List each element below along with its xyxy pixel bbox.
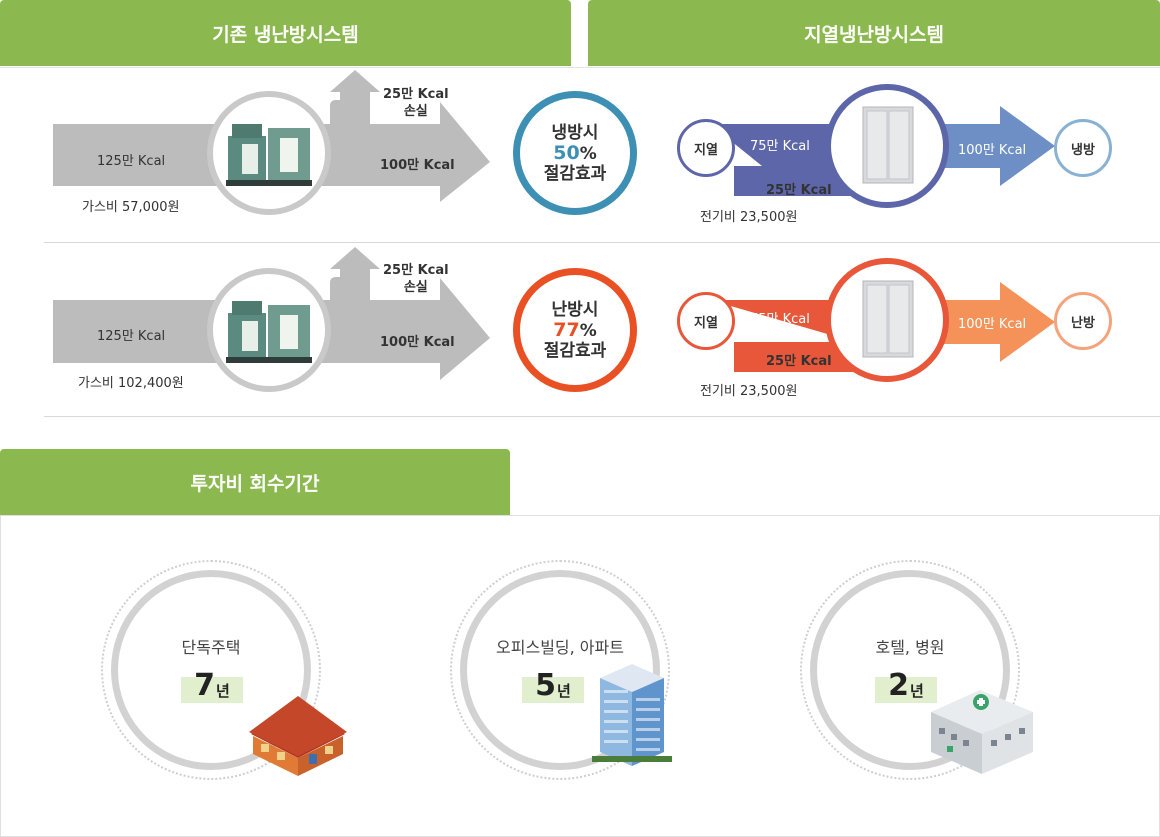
hospital-icon bbox=[931, 690, 1033, 774]
heating-savings-line3: 절감효과 bbox=[543, 340, 607, 361]
geothermal-heatpump-circle-heating bbox=[825, 258, 949, 382]
heating-savings-percent: 77 bbox=[553, 318, 580, 341]
conventional-heating-input: 125만 Kcal bbox=[97, 329, 166, 344]
payback-circle-outline bbox=[450, 560, 670, 780]
conventional-heating-cost: 가스비 102,400원 bbox=[78, 376, 184, 391]
payback-circle-outline bbox=[101, 560, 321, 780]
heating-target: 난방 bbox=[1054, 292, 1112, 350]
conventional-heating-loss: 25만 Kcal 손실 bbox=[383, 263, 449, 295]
geothermal-cooling-diagram bbox=[710, 106, 1055, 196]
geothermal-heating-cost: 전기비 23,500원 bbox=[700, 384, 798, 399]
office-building-icon bbox=[592, 664, 672, 766]
geothermal-cooling-output: 100만 Kcal bbox=[958, 143, 1027, 158]
cooling-target: 냉방 bbox=[1054, 119, 1112, 177]
conventional-cooling-input: 125만 Kcal bbox=[97, 154, 166, 169]
gas-chiller-circle bbox=[207, 91, 331, 215]
geothermal-heating-electric-amount: 25만 Kcal bbox=[766, 354, 832, 369]
heating-savings-line1: 난방시 bbox=[551, 299, 599, 320]
conventional-heating-output: 100만 Kcal bbox=[380, 335, 455, 350]
absorption-chiller-icon bbox=[226, 124, 312, 186]
heat-pump-unit-icon bbox=[862, 280, 914, 358]
geothermal-cooling-electric-amount: 25만 Kcal bbox=[766, 183, 832, 198]
percent-sign: % bbox=[579, 143, 597, 164]
geothermal-source-heating: 지열 bbox=[677, 292, 735, 350]
geothermal-cooling-cost: 전기비 23,500원 bbox=[700, 210, 798, 225]
house-icon bbox=[249, 696, 347, 776]
tab-geothermal-system: 지열냉난방시스템 bbox=[588, 0, 1160, 66]
section-divider bbox=[44, 416, 1160, 417]
geothermal-heatpump-circle-cooling bbox=[825, 84, 949, 208]
geothermal-heating-diagram bbox=[710, 282, 1055, 372]
conventional-cooling-output: 100만 Kcal bbox=[380, 158, 455, 173]
heating-savings-badge: 난방시 77% 절감효과 bbox=[513, 268, 637, 392]
row-divider bbox=[44, 242, 1160, 243]
cooling-savings-line3: 절감효과 bbox=[543, 163, 607, 184]
heating-output-arrow bbox=[930, 282, 1055, 362]
tab-conventional-system: 기존 냉난방시스템 bbox=[0, 0, 571, 66]
cooling-savings-percent: 50 bbox=[553, 141, 580, 164]
header-divider bbox=[0, 67, 1160, 68]
geothermal-source-cooling: 지열 bbox=[677, 119, 735, 177]
loss-arrow bbox=[330, 70, 380, 126]
cooling-output-arrow bbox=[930, 106, 1055, 186]
payback-category-house: 단독주택 bbox=[181, 638, 241, 657]
percent-sign: % bbox=[579, 320, 597, 341]
geothermal-heating-output: 100만 Kcal bbox=[958, 317, 1027, 332]
loss-arrow bbox=[330, 247, 380, 303]
gas-boiler-circle bbox=[207, 268, 331, 392]
geothermal-cooling-source-amount: 75만 Kcal bbox=[750, 139, 810, 154]
heat-pump-unit-icon bbox=[862, 106, 914, 184]
payback-category-office: 오피스빌딩, 아파트 bbox=[496, 638, 624, 657]
conventional-cooling-cost: 가스비 57,000원 bbox=[82, 200, 180, 215]
cooling-savings-badge: 냉방시 50% 절감효과 bbox=[513, 91, 637, 215]
geothermal-heating-source-amount: 75만 Kcal bbox=[750, 312, 810, 327]
tab-payback-period: 투자비 회수기간 bbox=[0, 449, 510, 515]
absorption-chiller-icon bbox=[226, 301, 312, 363]
conventional-cooling-loss: 25만 Kcal 손실 bbox=[383, 87, 449, 119]
cooling-savings-line1: 냉방시 bbox=[551, 122, 599, 143]
payback-circle-outline bbox=[800, 560, 1020, 780]
payback-category-hospital: 호텔, 병원 bbox=[875, 638, 945, 657]
